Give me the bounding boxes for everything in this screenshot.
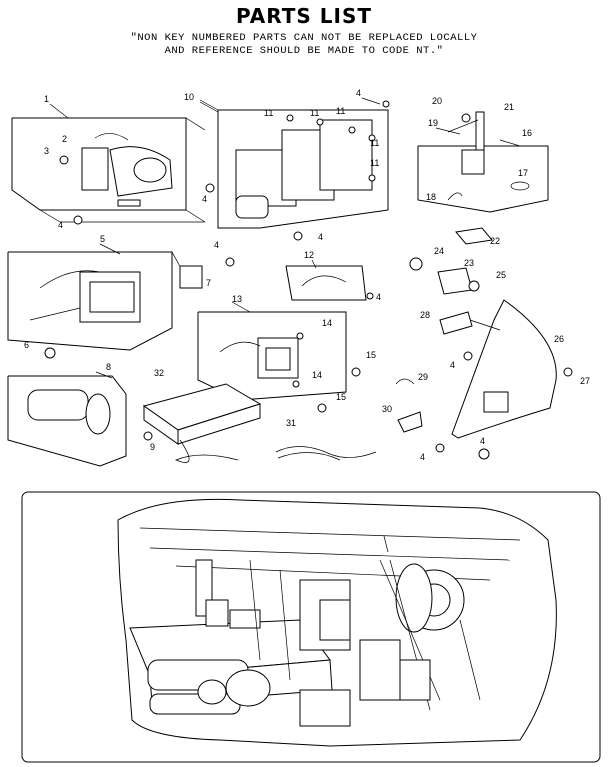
- callout-24: 24: [434, 246, 444, 256]
- callout-31: 31: [286, 418, 296, 428]
- callout-13: 13: [232, 294, 242, 304]
- callout-14b: 14: [312, 370, 322, 380]
- callout-7: 7: [206, 278, 211, 288]
- callout-19: 19: [428, 118, 438, 128]
- callout-15a: 15: [366, 350, 376, 360]
- callout-10: 10: [184, 92, 194, 102]
- assembly-16-needle-parts: [417, 111, 549, 245]
- note-line-2: AND REFERENCE SHOULD BE MADE TO CODE NT.…: [164, 45, 444, 57]
- leader-lines: [49, 97, 521, 379]
- assembly-32-foot-controller: [142, 383, 262, 463]
- assembly-23-lever: [409, 257, 480, 295]
- callout-28: 28: [420, 310, 430, 320]
- callout-17: 17: [518, 168, 528, 178]
- callout-22: 22: [490, 236, 500, 246]
- machine-overview: [21, 491, 601, 763]
- callout-numbers: 1 2 3 4 4 4 4 4 4 4 4 4 5 6 7 8 9 10 11 …: [24, 88, 590, 462]
- callout-16: 16: [522, 128, 532, 138]
- callout-6: 6: [24, 340, 29, 350]
- callout-20: 20: [432, 96, 442, 106]
- assembly-13-switch: [197, 311, 361, 413]
- callout-5: 5: [100, 234, 105, 244]
- callout-8: 8: [106, 362, 111, 372]
- callout-14a: 14: [322, 318, 332, 328]
- callout-4c: 4: [356, 88, 361, 98]
- callout-4a: 4: [58, 220, 63, 230]
- callout-25: 25: [496, 270, 506, 280]
- callout-27: 27: [580, 376, 590, 386]
- assembly-1-motor-bracket: [11, 117, 215, 225]
- assembly-5-transformer: [7, 251, 235, 359]
- callout-11a: 11: [264, 108, 273, 118]
- callout-23: 23: [464, 258, 474, 268]
- callout-4h: 4: [420, 452, 425, 462]
- page-title: PARTS LIST: [235, 4, 373, 28]
- callout-18: 18: [426, 192, 436, 202]
- callout-4e: 4: [214, 240, 219, 250]
- note-line-1: "NON KEY NUMBERED PARTS CAN NOT BE REPLA…: [130, 32, 478, 44]
- callout-4g: 4: [450, 360, 455, 370]
- assembly-12-bracket: [285, 265, 374, 301]
- callout-3: 3: [44, 146, 49, 156]
- callout-1: 1: [44, 94, 49, 104]
- callout-11e: 11: [370, 158, 379, 168]
- callout-4f: 4: [376, 292, 381, 302]
- callout-11b: 11: [310, 108, 319, 118]
- callout-26: 26: [554, 334, 564, 344]
- assembly-31-cord: [275, 446, 377, 461]
- callout-2: 2: [62, 134, 67, 144]
- assembly-10-controller: [199, 99, 390, 241]
- callout-11d: 11: [370, 138, 379, 148]
- callout-12: 12: [304, 250, 314, 260]
- callout-4i: 4: [480, 436, 485, 446]
- callout-4d: 4: [318, 232, 323, 242]
- callout-4b: 4: [202, 194, 207, 204]
- callout-21: 21: [504, 102, 514, 112]
- assembly-26-side-cover: [395, 299, 573, 460]
- callout-9: 9: [150, 442, 155, 452]
- callout-11c: 11: [336, 106, 345, 116]
- callout-29: 29: [418, 372, 428, 382]
- callout-30: 30: [382, 404, 392, 414]
- assembly-8-motor: [7, 375, 153, 467]
- callout-15b: 15: [336, 392, 346, 402]
- callout-32: 32: [154, 368, 164, 378]
